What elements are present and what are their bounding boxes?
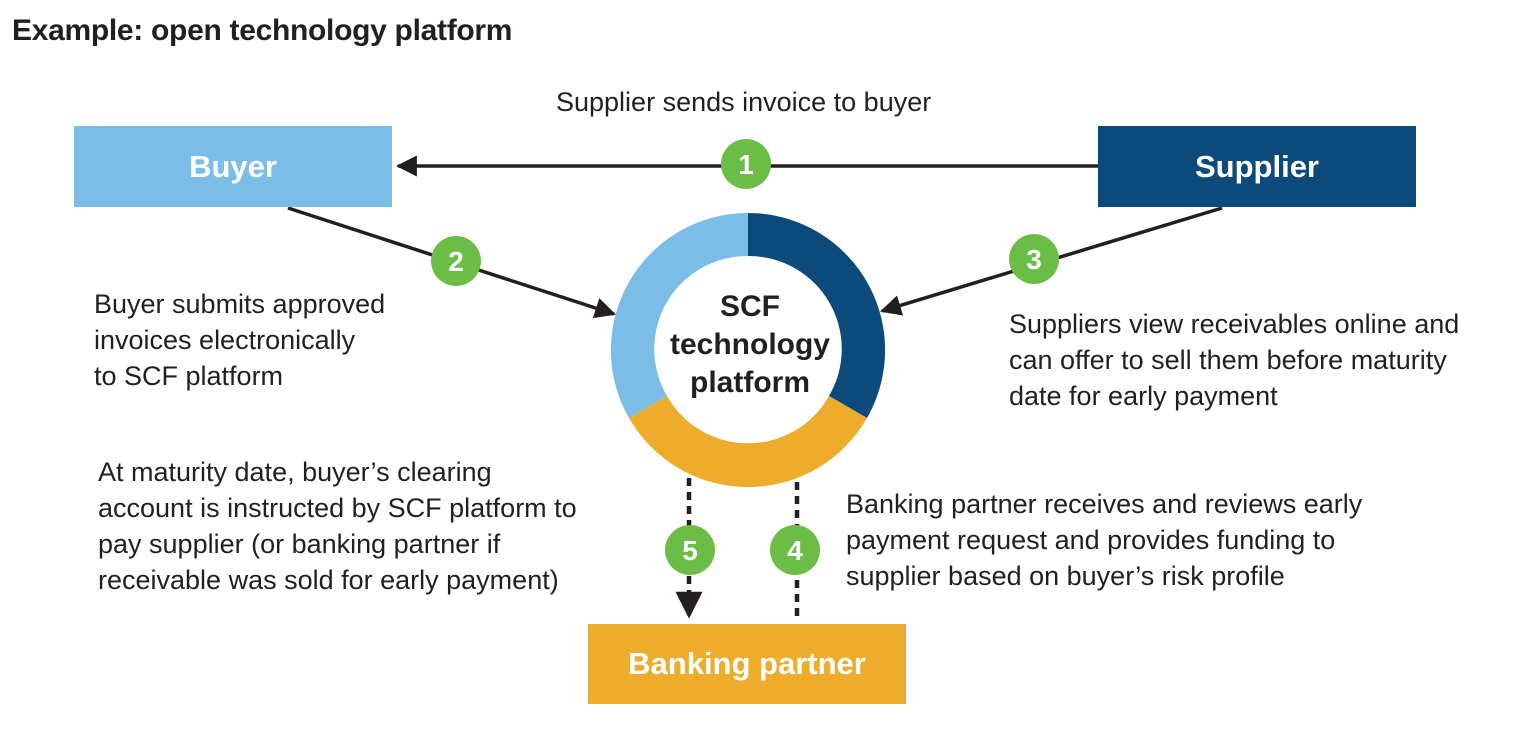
step-number-4: 4 — [787, 535, 803, 566]
step-2-description: Buyer submits approved invoices electron… — [94, 289, 386, 391]
step-3-description: Suppliers view receivables online and ca… — [1009, 309, 1460, 411]
platform-ring — [610, 212, 886, 488]
step-number-5: 5 — [682, 535, 698, 566]
diagram-title: Example: open technology platform — [12, 14, 513, 47]
step-5-description: At maturity date, buyer’s clearing accou… — [98, 457, 577, 595]
banking-partner-node: Banking partner — [588, 624, 906, 704]
step-number-2: 2 — [448, 246, 464, 277]
step-badge-5: 5 — [665, 525, 715, 575]
step-1-description: Supplier sends invoice to buyer — [556, 87, 932, 117]
supplier-node: Supplier — [1098, 126, 1416, 207]
step-number-1: 1 — [738, 149, 754, 180]
step-badge-1: 1 — [721, 139, 771, 189]
step-badge-2: 2 — [431, 236, 481, 286]
step-number-3: 3 — [1026, 244, 1042, 275]
platform-label: SCF technology platform — [669, 290, 830, 399]
step-4-description: Banking partner receives and reviews ear… — [846, 489, 1363, 591]
step-badge-3: 3 — [1009, 234, 1059, 284]
step-badge-4: 4 — [770, 525, 820, 575]
buyer-node: Buyer — [74, 126, 392, 207]
